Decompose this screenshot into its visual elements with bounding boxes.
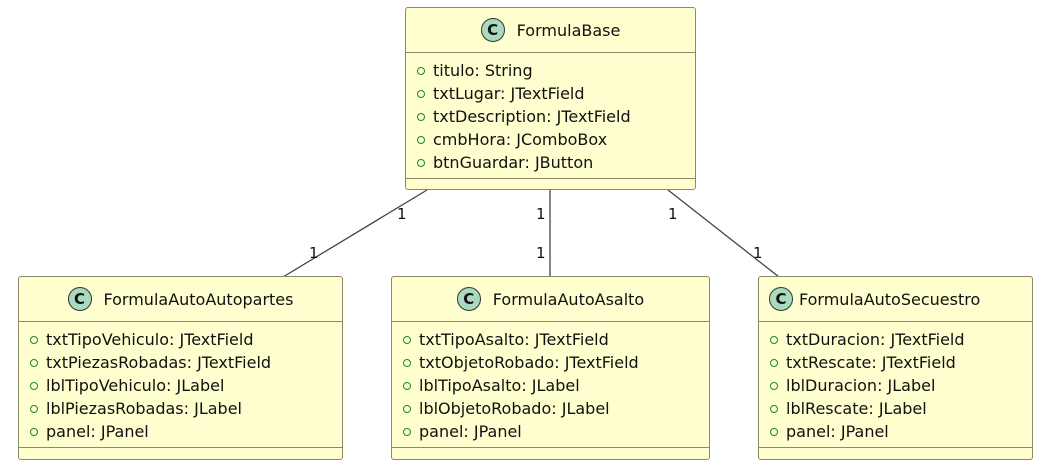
attribute-text: txtDescription: JTextField (433, 107, 631, 126)
multiplicity-base-secuestro: 1 (668, 205, 678, 223)
attribute-text: txtTipoAsalto: JTextField (419, 330, 609, 349)
public-visibility-icon (770, 335, 778, 344)
attribute-row: panel: JPanel (403, 420, 709, 443)
attribute-row: btnGuardar: JButton (417, 151, 695, 174)
attribute-text: cmbHora: JComboBox (433, 130, 608, 149)
multiplicity-autopartes: 1 (309, 244, 319, 262)
attribute-row: txtDuracion: JTextField (770, 328, 1032, 351)
public-visibility-icon (417, 89, 425, 98)
public-visibility-icon (417, 158, 425, 167)
attribute-row: txtObjetoRobado: JTextField (403, 351, 709, 374)
attribute-text: lblPiezasRobadas: JLabel (46, 399, 242, 418)
method-compartment (759, 448, 1032, 455)
public-visibility-icon (30, 381, 38, 390)
attribute-row: lblRescate: JLabel (770, 397, 1032, 420)
class-formulaautoautopartes: C FormulaAutoAutopartes txtTipoVehiculo:… (18, 276, 343, 460)
attribute-compartment: txtDuracion: JTextField txtRescate: JTex… (759, 322, 1032, 448)
attribute-text: txtTipoVehiculo: JTextField (46, 330, 254, 349)
class-header: C FormulaBase (406, 8, 695, 53)
public-visibility-icon (30, 427, 38, 436)
public-visibility-icon (770, 427, 778, 436)
attribute-text: panel: JPanel (419, 422, 522, 441)
attribute-row: txtRescate: JTextField (770, 351, 1032, 374)
class-name: FormulaBase (516, 20, 621, 40)
public-visibility-icon (403, 381, 411, 390)
public-visibility-icon (770, 358, 778, 367)
attribute-row: txtLugar: JTextField (417, 82, 695, 105)
attribute-row: txtDescription: JTextField (417, 105, 695, 128)
class-c-icon: C (67, 287, 92, 311)
class-c-icon: C (769, 287, 793, 311)
attribute-text: lblTipoVehiculo: JLabel (46, 376, 225, 395)
method-compartment (406, 179, 695, 186)
multiplicity-base-autopartes: 1 (397, 205, 407, 223)
public-visibility-icon (403, 404, 411, 413)
attribute-text: panel: JPanel (786, 422, 889, 441)
attribute-row: txtTipoAsalto: JTextField (403, 328, 709, 351)
attribute-row: lblDuracion: JLabel (770, 374, 1032, 397)
public-visibility-icon (770, 381, 778, 390)
attribute-row: lblObjetoRobado: JLabel (403, 397, 709, 420)
class-header: C FormulaAutoSecuestro (759, 277, 1032, 322)
class-c-icon: C (456, 287, 481, 311)
class-c-icon: C (480, 18, 505, 42)
attribute-compartment: txtTipoVehiculo: JTextField txtPiezasRob… (19, 322, 342, 448)
public-visibility-icon (403, 335, 411, 344)
class-formulaautoasalto: C FormulaAutoAsalto txtTipoAsalto: JText… (391, 276, 710, 460)
attribute-text: lblDuracion: JLabel (786, 376, 936, 395)
association-line-autopartes (282, 189, 428, 278)
attribute-compartment: txtTipoAsalto: JTextField txtObjetoRobad… (392, 322, 709, 448)
class-formulaautosecuestro: C FormulaAutoSecuestro txtDuracion: JTex… (758, 276, 1033, 460)
method-compartment (392, 448, 709, 455)
attribute-row: panel: JPanel (30, 420, 342, 443)
public-visibility-icon (30, 358, 38, 367)
class-name: FormulaAutoAutopartes (103, 289, 294, 309)
class-header: C FormulaAutoAsalto (392, 277, 709, 322)
multiplicity-secuestro: 1 (753, 244, 763, 262)
attribute-row: lblPiezasRobadas: JLabel (30, 397, 342, 420)
public-visibility-icon (417, 112, 425, 121)
class-name: FormulaAutoAsalto (492, 289, 645, 309)
attribute-text: txtPiezasRobadas: JTextField (46, 353, 272, 372)
attribute-row: txtPiezasRobadas: JTextField (30, 351, 342, 374)
attribute-text: txtRescate: JTextField (786, 353, 956, 372)
public-visibility-icon (30, 404, 38, 413)
class-formulabase: C FormulaBase titulo: String txtLugar: J… (405, 7, 696, 190)
attribute-row: lblTipoVehiculo: JLabel (30, 374, 342, 397)
attribute-text: btnGuardar: JButton (433, 153, 594, 172)
public-visibility-icon (403, 427, 411, 436)
attribute-text: lblRescate: JLabel (786, 399, 927, 418)
attribute-row: txtTipoVehiculo: JTextField (30, 328, 342, 351)
multiplicity-asalto: 1 (536, 244, 546, 262)
attribute-text: lblObjetoRobado: JLabel (419, 399, 610, 418)
multiplicity-base-asalto: 1 (536, 205, 546, 223)
class-header: C FormulaAutoAutopartes (19, 277, 342, 322)
attribute-text: lblTipoAsalto: JLabel (419, 376, 580, 395)
method-compartment (19, 448, 342, 455)
public-visibility-icon (30, 335, 38, 344)
attribute-text: txtLugar: JTextField (433, 84, 585, 103)
attribute-text: panel: JPanel (46, 422, 149, 441)
attribute-text: txtObjetoRobado: JTextField (419, 353, 639, 372)
attribute-text: txtDuracion: JTextField (786, 330, 965, 349)
class-name: FormulaAutoSecuestro (799, 289, 981, 309)
attribute-row: titulo: String (417, 59, 695, 82)
attribute-row: lblTipoAsalto: JLabel (403, 374, 709, 397)
attribute-text: titulo: String (433, 61, 533, 80)
public-visibility-icon (770, 404, 778, 413)
attribute-compartment: titulo: String txtLugar: JTextField txtD… (406, 53, 695, 179)
attribute-row: panel: JPanel (770, 420, 1032, 443)
public-visibility-icon (403, 358, 411, 367)
public-visibility-icon (417, 66, 425, 75)
public-visibility-icon (417, 135, 425, 144)
association-line-secuestro (667, 189, 780, 278)
attribute-row: cmbHora: JComboBox (417, 128, 695, 151)
